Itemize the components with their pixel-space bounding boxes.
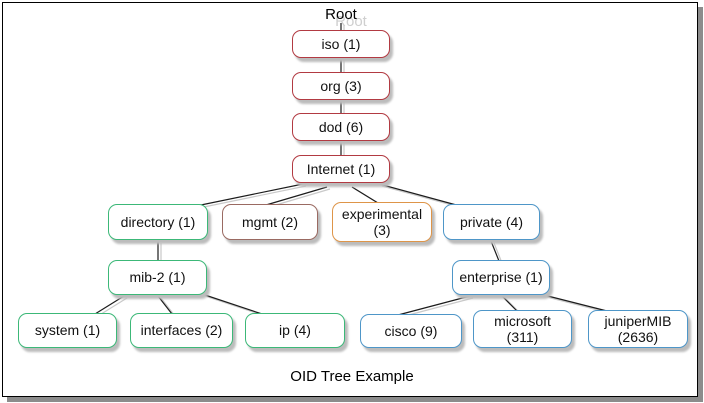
node-experimental: experimental (3) (332, 202, 432, 242)
root-node-label: Root (325, 6, 357, 23)
edge-mib-2-to-interfaces (157, 295, 173, 315)
edge-mib-2-to-system (94, 295, 125, 315)
edge-enterprise-to-microsoft (501, 295, 518, 312)
node-internet: Internet (1) (292, 155, 390, 183)
node-iso: iso (1) (292, 30, 390, 58)
edge-enterprise-to-juniperMIB (531, 291, 608, 312)
diagram-caption: OID Tree Example (290, 368, 414, 385)
node-ip: ip (4) (245, 313, 345, 348)
node-interfaces: interfaces (2) (130, 313, 233, 348)
edge-internet-to-directory (195, 183, 304, 207)
node-microsoft: microsoft (311) (473, 310, 572, 348)
diagram-frame (2, 2, 698, 397)
edge-enterprise-to-juniperMIB (534, 293, 611, 314)
edge-internet-to-directory (198, 185, 307, 209)
edge-internet-to-private (378, 183, 461, 207)
edge-enterprise-to-cisco (400, 297, 474, 318)
edge-private-to-enterprise (493, 242, 503, 264)
node-directory: directory (1) (108, 204, 208, 240)
edge-internet-to-experimental (351, 186, 379, 204)
node-private: private (4) (443, 204, 540, 240)
node-cisco: cisco (9) (360, 314, 462, 348)
edge-private-to-enterprise (490, 240, 500, 262)
node-mgmt: mgmt (2) (222, 204, 318, 240)
node-dod: dod (6) (292, 113, 390, 141)
node-mib-2: mib-2 (1) (108, 260, 207, 295)
edge-mib-2-to-ip (195, 291, 263, 315)
edge-internet-to-mgmt (265, 186, 328, 206)
node-org: org (3) (292, 72, 390, 100)
node-juniperMIB: juniperMIB (2636) (588, 310, 688, 348)
node-enterprise: enterprise (1) (452, 260, 550, 295)
edge-enterprise-to-cisco (397, 295, 471, 316)
node-system: system (1) (18, 313, 117, 348)
edge-mib-2-to-ip (198, 293, 266, 317)
